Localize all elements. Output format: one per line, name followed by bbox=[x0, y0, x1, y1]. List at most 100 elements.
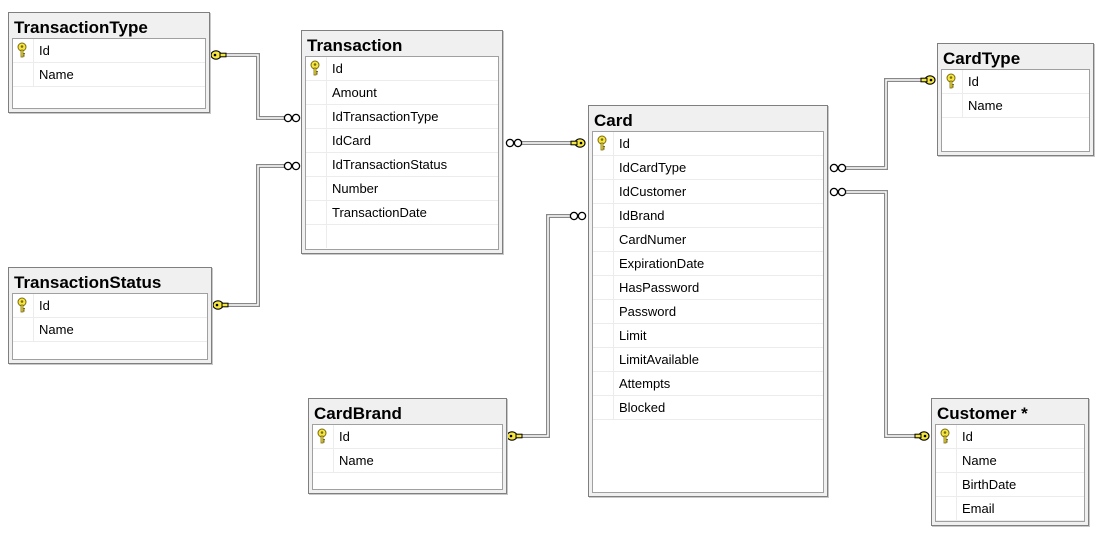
row-selector bbox=[593, 180, 614, 203]
row-selector bbox=[593, 204, 614, 227]
infinity-icon bbox=[569, 211, 587, 221]
column-row[interactable]: Name bbox=[13, 318, 207, 342]
relationship-card-cardtype[interactable] bbox=[829, 75, 936, 173]
relationship-card-cardbrand[interactable] bbox=[506, 211, 587, 441]
connector-line-core bbox=[518, 215, 572, 437]
column-row[interactable]: Amount bbox=[306, 81, 498, 105]
column-name: Id bbox=[962, 429, 973, 444]
table-title: Card bbox=[594, 111, 633, 130]
row-selector bbox=[936, 449, 957, 472]
relationship-card-customer[interactable] bbox=[829, 187, 930, 441]
column-row[interactable]: TransactionDate bbox=[306, 201, 498, 225]
column-row[interactable]: IdCard bbox=[306, 129, 498, 153]
column-name: IdTransactionType bbox=[332, 109, 439, 124]
row-selector bbox=[942, 94, 963, 117]
relationship-transaction-transactiontype[interactable] bbox=[210, 50, 301, 123]
column-name: IdCustomer bbox=[619, 184, 687, 199]
row-selector bbox=[306, 129, 327, 152]
column-row[interactable]: Name bbox=[313, 449, 502, 473]
primary-key-icon bbox=[310, 60, 320, 76]
column-row[interactable]: IdTransactionType bbox=[306, 105, 498, 129]
column-row[interactable]: LimitAvailable bbox=[593, 348, 823, 372]
key-icon bbox=[914, 431, 930, 441]
column-row[interactable]: Number bbox=[306, 177, 498, 201]
column-row[interactable]: Email bbox=[936, 497, 1084, 521]
column-name: Password bbox=[619, 304, 677, 319]
key-icon bbox=[212, 300, 229, 310]
column-row[interactable]: Name bbox=[936, 449, 1084, 473]
primary-key-icon bbox=[317, 428, 327, 444]
row-selector bbox=[936, 425, 957, 448]
row-selector bbox=[13, 294, 34, 317]
column-row[interactable]: ExpirationDate bbox=[593, 252, 823, 276]
relationship-transaction-card[interactable] bbox=[505, 138, 586, 148]
row-selector bbox=[313, 449, 334, 472]
row-selector bbox=[313, 425, 334, 448]
column-row[interactable]: IdTransactionStatus bbox=[306, 153, 498, 177]
column-name: CardNumer bbox=[619, 232, 687, 247]
infinity-icon bbox=[829, 187, 847, 197]
column-name: Limit bbox=[619, 328, 647, 343]
column-row[interactable]: Attempts bbox=[593, 372, 823, 396]
column-row[interactable]: Blocked bbox=[593, 396, 823, 420]
infinity-icon bbox=[829, 163, 847, 173]
column-name: IdCard bbox=[332, 133, 372, 148]
row-selector bbox=[593, 252, 614, 275]
table-title: CardBrand bbox=[314, 404, 402, 423]
column-row[interactable]: IdCustomer bbox=[593, 180, 823, 204]
column-row[interactable]: Id bbox=[942, 70, 1089, 94]
column-row[interactable]: CardNumer bbox=[593, 228, 823, 252]
table-title: TransactionStatus bbox=[14, 273, 162, 292]
column-row[interactable]: BirthDate bbox=[936, 473, 1084, 497]
row-selector bbox=[593, 276, 614, 299]
relationship-transaction-transactionstatus[interactable] bbox=[212, 161, 301, 310]
empty-row[interactable] bbox=[306, 225, 498, 249]
column-row[interactable]: Id bbox=[936, 425, 1084, 449]
row-selector bbox=[593, 300, 614, 323]
column-name: IdCardType bbox=[619, 160, 687, 175]
row-selector bbox=[593, 132, 614, 155]
column-name: ExpirationDate bbox=[619, 256, 705, 271]
row-selector bbox=[593, 156, 614, 179]
connector-line bbox=[846, 190, 916, 438]
row-selector bbox=[306, 225, 327, 248]
column-row[interactable]: Limit bbox=[593, 324, 823, 348]
column-row[interactable]: Id bbox=[306, 57, 498, 81]
column-row[interactable]: IdCardType bbox=[593, 156, 823, 180]
row-selector bbox=[13, 318, 34, 341]
column-row[interactable]: Name bbox=[13, 63, 205, 87]
infinity-icon bbox=[283, 113, 301, 123]
key-icon bbox=[210, 50, 227, 60]
column-row[interactable]: Id bbox=[313, 425, 502, 449]
key-icon bbox=[570, 138, 586, 148]
column-name: Amount bbox=[332, 85, 377, 100]
column-name: Attempts bbox=[619, 376, 671, 391]
column-row[interactable]: HasPassword bbox=[593, 276, 823, 300]
column-row[interactable]: Id bbox=[13, 39, 205, 63]
column-name: Email bbox=[962, 501, 995, 516]
row-selector bbox=[936, 473, 957, 496]
column-name: Id bbox=[39, 298, 50, 313]
column-row[interactable]: Name bbox=[942, 94, 1089, 118]
column-row[interactable]: Password bbox=[593, 300, 823, 324]
infinity-icon bbox=[505, 138, 523, 148]
column-name: LimitAvailable bbox=[619, 352, 699, 367]
column-row[interactable]: Id bbox=[593, 132, 823, 156]
column-row[interactable]: IdBrand bbox=[593, 204, 823, 228]
row-selector bbox=[936, 497, 957, 520]
row-selector bbox=[13, 63, 34, 86]
column-name: Id bbox=[332, 61, 343, 76]
column-row[interactable]: Id bbox=[13, 294, 207, 318]
